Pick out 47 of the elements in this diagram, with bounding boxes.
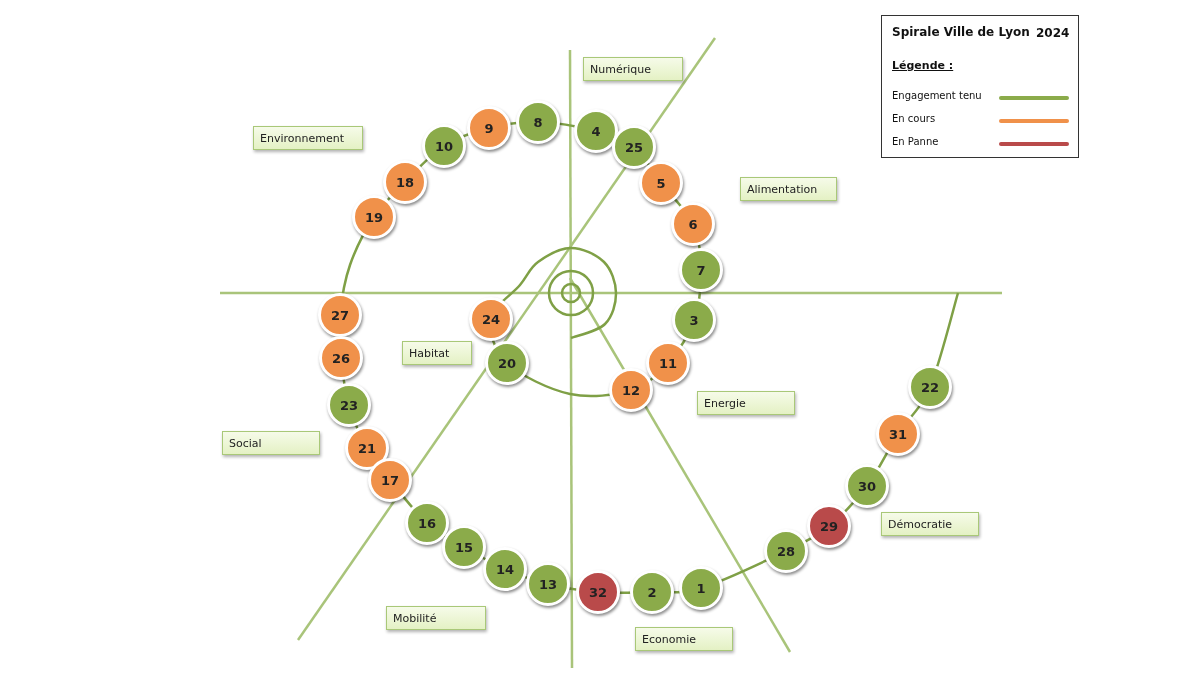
numbered-circle: 1	[679, 566, 723, 610]
numbered-circle: 28	[764, 529, 808, 573]
theme-label: Alimentation	[740, 177, 837, 201]
theme-label: Démocratie	[881, 512, 979, 536]
year-label: 2024	[1036, 26, 1070, 40]
numbered-circle: 2	[630, 570, 674, 614]
numbered-circle: 19	[352, 195, 396, 239]
theme-label: Economie	[635, 627, 733, 651]
numbered-circle: 31	[876, 412, 920, 456]
numbered-circle: 8	[516, 100, 560, 144]
numbered-circle: 4	[574, 109, 618, 153]
theme-label: Energie	[697, 391, 795, 415]
numbered-circle: 5	[639, 161, 683, 205]
numbered-circle: 9	[467, 106, 511, 150]
numbered-circle: 13	[526, 562, 570, 606]
numbered-circle: 20	[485, 341, 529, 385]
theme-label: Social	[222, 431, 320, 455]
numbered-circle: 30	[845, 464, 889, 508]
numbered-circle: 18	[383, 160, 427, 204]
numbered-circle: 32	[576, 570, 620, 614]
theme-label: Numérique	[583, 57, 683, 81]
legend-text: En cours	[892, 113, 936, 124]
numbered-circle: 3	[672, 298, 716, 342]
numbered-circle: 17	[368, 458, 412, 502]
numbered-circle: 10	[422, 124, 466, 168]
theme-label: Habitat	[402, 341, 472, 365]
numbered-circle: 7	[679, 248, 723, 292]
numbered-circle: 15	[442, 525, 486, 569]
legend-heading: Légende :	[892, 59, 954, 72]
legend-title: Spirale Ville de Lyon	[892, 25, 1030, 39]
numbered-circle: 14	[483, 547, 527, 591]
numbered-circle: 11	[646, 341, 690, 385]
numbered-circle: 6	[671, 202, 715, 246]
numbered-circle: 25	[612, 125, 656, 169]
numbered-circle: 12	[609, 368, 653, 412]
numbered-circle: 26	[319, 336, 363, 380]
numbered-circle: 27	[318, 293, 362, 337]
numbered-circle: 21	[345, 426, 389, 470]
legend-text: En Panne	[892, 136, 939, 147]
numbered-circle: 29	[807, 504, 851, 548]
theme-label: Environnement	[253, 126, 363, 150]
numbered-circle: 16	[405, 501, 449, 545]
legend-text: Engagement tenu	[892, 90, 982, 101]
numbered-circle: 24	[469, 297, 513, 341]
theme-label: Mobilité	[386, 606, 486, 630]
numbered-circle: 22	[908, 365, 952, 409]
numbered-circle: 23	[327, 383, 371, 427]
